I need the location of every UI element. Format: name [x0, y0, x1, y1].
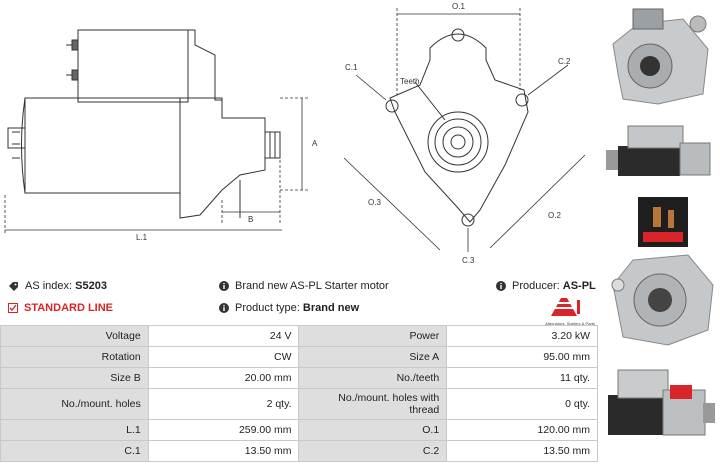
spec-value: 259.00 mm	[147, 419, 300, 441]
spec-label: Power	[298, 325, 448, 347]
spec-label: No./teeth	[298, 367, 448, 389]
dim-label-l1: L.1	[136, 233, 148, 242]
spec-label: Voltage	[0, 325, 149, 347]
technical-drawings: A B L.1 O.1 C.1 C.2 Teeth O.3 O.2 C.3	[4, 2, 586, 265]
description-text: Brand new AS-PL Starter motor	[235, 280, 389, 292]
as-pl-logo: Alternators, Starters & Parts	[541, 296, 599, 326]
photo-side-view-top[interactable]	[598, 118, 720, 188]
product-type: Product type: Brand new	[219, 302, 359, 314]
spec-value: 0 qty.	[446, 388, 598, 420]
producer-value: AS-PL	[562, 280, 596, 292]
spec-value: 13.50 mm	[446, 440, 598, 462]
spec-value: 95.00 mm	[446, 346, 598, 368]
spec-value: 120.00 mm	[446, 419, 598, 441]
info-icon	[219, 281, 229, 291]
checkbox-icon	[8, 303, 18, 313]
spec-value: 11 qty.	[446, 367, 598, 389]
photo-solenoid-end[interactable]	[598, 192, 720, 252]
info-icon	[496, 281, 506, 291]
spec-label: O.1	[298, 419, 448, 441]
spec-value: 24 V	[147, 325, 300, 347]
front-view-drawing	[385, 28, 529, 227]
dim-label-a: A	[312, 139, 318, 148]
spec-label: Size A	[298, 346, 448, 368]
dim-label-b: B	[248, 215, 253, 224]
producer-label: Producer:	[512, 280, 560, 292]
as-index-value: S5203	[75, 280, 107, 292]
spec-value: 13.50 mm	[147, 440, 300, 462]
product-photos	[598, 0, 720, 468]
product-type-value: Brand new	[302, 302, 360, 314]
as-index-label: AS index:	[25, 280, 73, 292]
standard-line-text: STANDARD LINE	[24, 302, 114, 314]
logo-caption: Alternators, Starters & Parts	[545, 321, 595, 326]
dim-label-o1: O.1	[452, 2, 465, 11]
photo-front-view[interactable]	[598, 4, 720, 114]
spec-value: 20.00 mm	[147, 367, 300, 389]
spec-label: No./mount. holes	[0, 388, 149, 420]
product-type-label: Product type:	[235, 302, 300, 314]
spec-label: No./mount. holes with thread	[298, 388, 448, 420]
producer: Producer: AS-PL	[496, 280, 596, 292]
dim-label-c2: C.2	[558, 57, 571, 66]
dim-label-c1: C.1	[345, 63, 358, 72]
side-view-drawing	[7, 29, 281, 219]
spec-label: Size B	[0, 367, 149, 389]
info-icon	[219, 303, 229, 313]
dim-label-o3: O.3	[368, 198, 381, 207]
tag-icon	[9, 281, 18, 291]
dim-label-teeth: Teeth	[400, 77, 420, 86]
spec-value: 3.20 kW	[446, 325, 598, 347]
side-view-dimensions	[4, 97, 310, 235]
spec-label: L.1	[0, 419, 149, 441]
spec-value: CW	[147, 346, 300, 368]
as-index: AS index: S5203	[8, 280, 107, 292]
photo-side-view-bottom[interactable]	[598, 355, 720, 465]
spec-label: C.1	[0, 440, 149, 462]
as-pl-logo-mark	[551, 298, 580, 316]
front-view-dimensions	[343, 8, 586, 252]
dim-label-o2: O.2	[548, 211, 561, 220]
standard-line: STANDARD LINE	[8, 302, 113, 314]
product-description: Brand new AS-PL Starter motor	[219, 280, 389, 292]
spec-label: Rotation	[0, 346, 149, 368]
photo-nose-end[interactable]	[598, 245, 720, 353]
spec-value: 2 qty.	[147, 388, 300, 420]
spec-label: C.2	[298, 440, 448, 462]
dim-label-c3: C.3	[462, 256, 475, 265]
